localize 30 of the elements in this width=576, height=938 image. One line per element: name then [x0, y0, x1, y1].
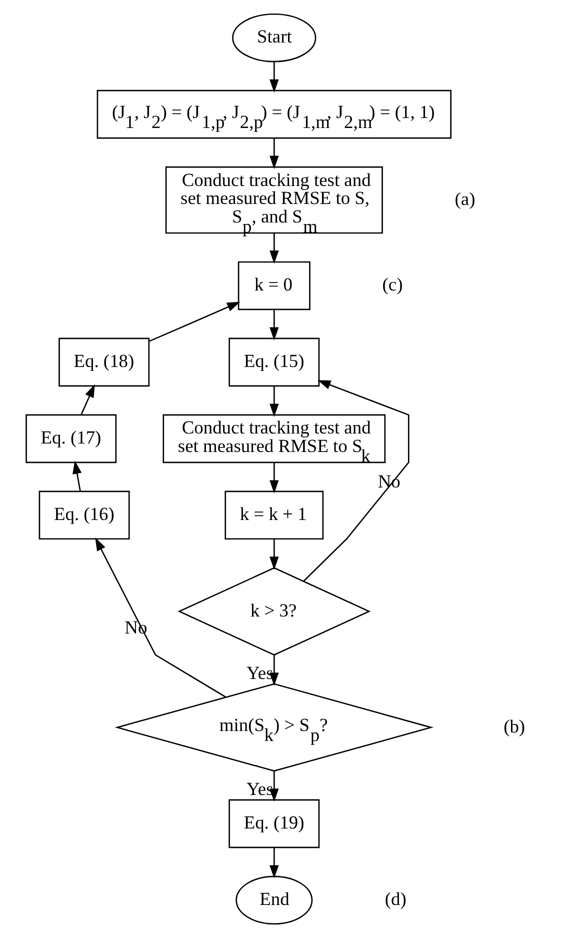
node-box: k = k + 1 — [224, 490, 324, 540]
arrow — [270, 386, 279, 417]
arrow — [72, 460, 82, 492]
node-box: Eq. (16) — [38, 490, 130, 540]
node-ellipse: Start — [232, 13, 316, 62]
node-box: Eq. (19) — [228, 799, 320, 848]
arrow — [270, 233, 279, 264]
arrow — [270, 848, 279, 878]
arrow — [149, 302, 240, 342]
arrow — [303, 380, 410, 582]
node-label: p — [242, 216, 252, 237]
arrow — [270, 654, 279, 686]
node-diamond: k > 3? — [178, 567, 371, 656]
arrow — [270, 310, 279, 340]
node-box: Eq. (18) — [58, 338, 150, 387]
label: (d) — [384, 889, 406, 910]
label: (c) — [382, 274, 403, 295]
arrow — [95, 538, 226, 698]
arrow — [270, 138, 279, 169]
label: (a) — [454, 188, 476, 209]
node-box: Eq. (17) — [26, 414, 117, 464]
arrow — [80, 384, 95, 416]
label: (b) — [504, 716, 526, 736]
arrow — [270, 771, 279, 802]
arrow — [270, 62, 279, 93]
arrow — [270, 462, 279, 494]
node-box: Eq. (15) — [228, 338, 320, 387]
node-box: k = 0 — [238, 261, 310, 310]
arrow — [270, 539, 279, 570]
node-ellipse: End — [236, 876, 313, 925]
